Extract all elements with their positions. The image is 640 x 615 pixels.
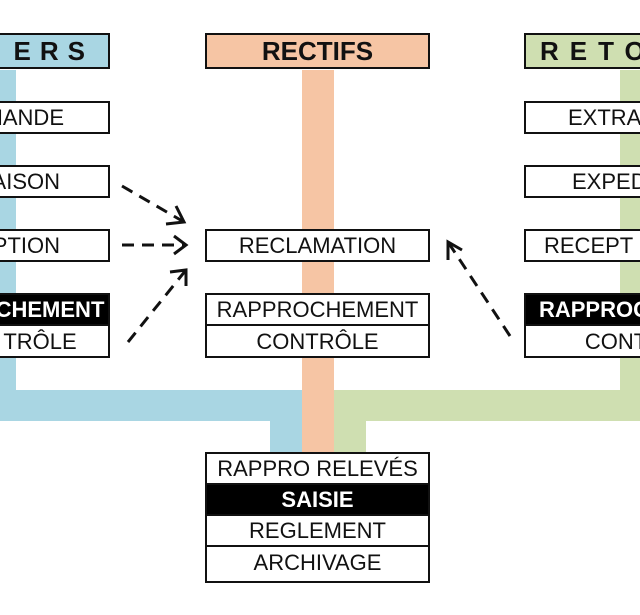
dashed-arrow-icon (122, 234, 189, 256)
left-stack-rapprochement-label: CHEMENT (0, 296, 105, 322)
left-box-livraison-label: AISON (0, 168, 60, 194)
left-box-commande: MANDE (0, 101, 110, 134)
right-stack-controle: CONT (526, 326, 640, 357)
bottom-stack-reglement: REGLEMENT (207, 516, 428, 547)
left-stack-rapprochement: CHEMENT (0, 295, 108, 326)
center-box-reclamation: RECLAMATION (205, 229, 430, 262)
bottom-stack-archivage: ARCHIVAGE (207, 547, 428, 578)
bottom-stack-saisie-label: SAISIE (281, 486, 354, 512)
dashed-arrow-icon (126, 268, 188, 343)
center-stack-controle: CONTRÔLE (207, 326, 428, 357)
left-box-reception-label: PTION (0, 232, 60, 258)
left-band-drop (270, 390, 302, 452)
header-center-label: RECTIFS (261, 35, 374, 66)
dashed-arrow-icon (121, 184, 187, 226)
bottom-stack-saisie: SAISIE (207, 485, 428, 516)
center-stack: RAPPROCHEMENT CONTRÔLE (205, 293, 430, 358)
center-stack-rapprochement: RAPPROCHEMENT (207, 295, 428, 326)
right-box-extraction-label: EXTRA (568, 104, 640, 130)
right-stack-controle-label: CONT (584, 328, 640, 354)
header-right-label: RETO (540, 35, 640, 66)
right-box-extraction: EXTRA (524, 101, 640, 134)
bottom-stack-rappro-releves: RAPPRO RELEVÉS (207, 454, 428, 485)
dashed-arrow-icon (446, 239, 512, 337)
center-box-reclamation-label: RECLAMATION (238, 232, 397, 258)
right-stack: RAPPROC CONT (524, 293, 640, 358)
bottom-stack-rappro-releves-label: RAPPRO RELEVÉS (217, 455, 418, 481)
right-stack-rapprochement: RAPPROC (526, 295, 640, 326)
header-center: RECTIFS (205, 33, 430, 69)
header-left-label: ERS (13, 35, 94, 66)
right-box-reception: RECEPT F (524, 229, 640, 262)
right-band-horizontal (334, 390, 640, 421)
center-stack-controle-label: CONTRÔLE (256, 328, 379, 354)
header-right: RETO (524, 33, 640, 69)
left-stack-controle: TRÔLE (0, 326, 108, 357)
left-box-reception: PTION (0, 229, 110, 262)
bottom-stack-reglement-label: REGLEMENT (249, 517, 386, 543)
left-stack: CHEMENT TRÔLE (0, 293, 110, 358)
left-box-commande-label: MANDE (0, 104, 64, 130)
left-band-horizontal (0, 390, 302, 421)
right-box-expedition: EXPED (524, 165, 640, 198)
right-stack-rapprochement-label: RAPPROC (538, 296, 640, 322)
left-stack-controle-label: TRÔLE (3, 328, 77, 354)
left-box-livraison: AISON (0, 165, 110, 198)
center-stack-rapprochement-label: RAPPROCHEMENT (216, 296, 419, 322)
bottom-stack-archivage-label: ARCHIVAGE (253, 549, 382, 575)
right-box-reception-label: RECEPT F (544, 232, 640, 258)
right-box-expedition-label: EXPED (572, 168, 640, 194)
bottom-stack: RAPPRO RELEVÉS SAISIE REGLEMENT ARCHIVAG… (205, 452, 430, 583)
header-left: ERS (0, 33, 110, 69)
right-band-drop (334, 390, 366, 452)
